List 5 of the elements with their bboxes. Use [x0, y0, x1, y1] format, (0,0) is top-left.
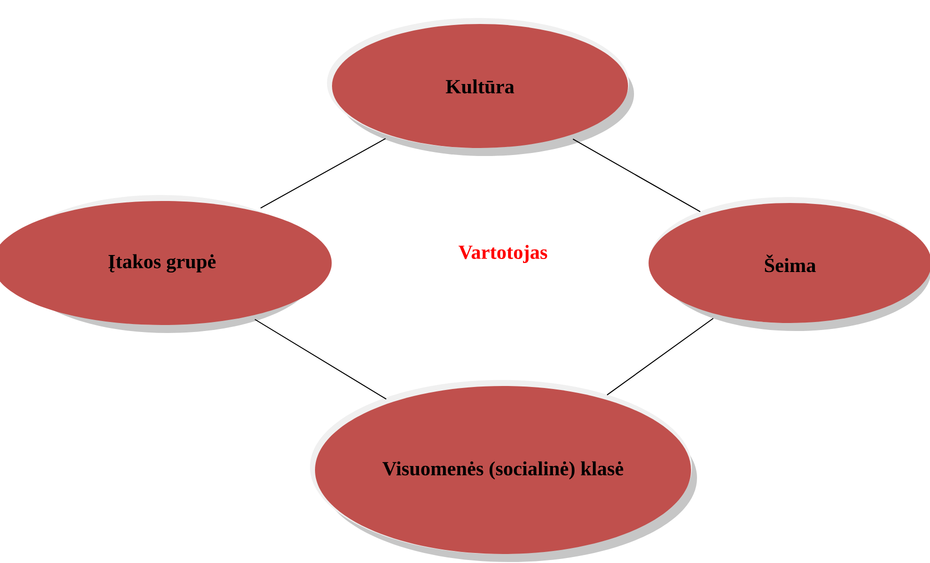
connector-line — [606, 318, 714, 396]
connector-line — [260, 138, 386, 209]
connector-line — [254, 318, 387, 400]
center-label: Vartotojas — [458, 244, 548, 264]
connector-line — [572, 138, 701, 212]
